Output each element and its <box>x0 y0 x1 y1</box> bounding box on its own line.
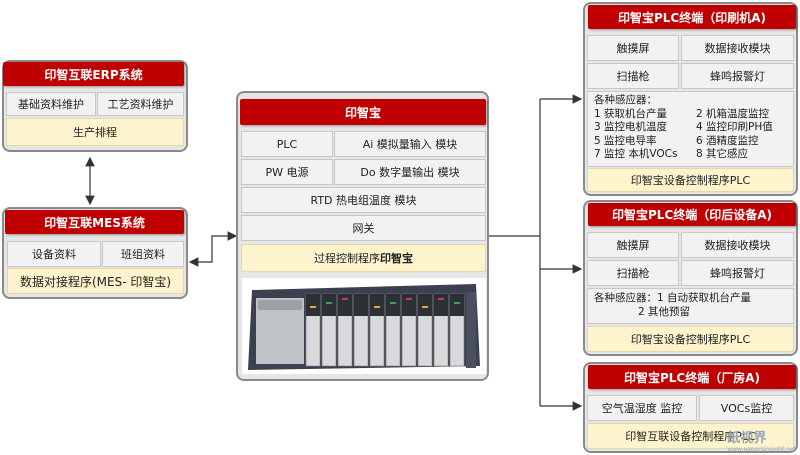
sensor-item: 1 获取机台产量 <box>594 107 668 120</box>
plc-a-scanner[interactable]: 扫描枪 <box>587 63 679 89</box>
plc-a-sensor-title: 各种感应器： <box>594 94 657 106</box>
plc-b-touchscreen[interactable]: 触摸屏 <box>587 232 679 258</box>
sensor-item: 4 监控印刷PH值 <box>696 121 773 133</box>
center-do-module[interactable]: Do 数字量输出 模块 <box>334 159 486 185</box>
plc-c-title: 印智宝PLC终端（厂房A) <box>588 365 796 389</box>
mes-center-arrow <box>188 231 238 267</box>
watermark-text: 纸视界 <box>727 431 767 446</box>
center-plc[interactable]: PLC <box>241 131 333 157</box>
sensor-item: 2 机箱温度监控 <box>696 107 770 120</box>
sensor-item: 5 监控电导率 <box>594 134 657 147</box>
plc-hardware-image <box>242 278 486 374</box>
center-rtd-module[interactable]: RTD 热电组温度 模块 <box>241 187 486 213</box>
plc-a-alarm-light[interactable]: 蜂鸣报警灯 <box>681 63 794 89</box>
mes-item-equipment[interactable]: 设备资料 <box>7 241 101 267</box>
plc-b-data-receiver[interactable]: 数据接收模块 <box>681 232 794 258</box>
plc-b-sensor-line1: 各种感应器：1 自动获取机台产量 <box>594 292 752 304</box>
plc-b-title: 印智宝PLC终端（印后设备A) <box>588 203 796 226</box>
mes-title: 印智互联MES系统 <box>5 210 184 234</box>
erp-title: 印智互联ERP系统 <box>3 62 184 86</box>
erp-footer: 生产排程 <box>6 118 184 146</box>
plc-c-air-monitor[interactable]: 空气温湿度 监控 <box>587 395 697 421</box>
center-power[interactable]: PW 电源 <box>241 159 333 185</box>
plc-a-touchscreen[interactable]: 触摸屏 <box>587 35 679 61</box>
sensor-item: 3 监控电机温度 <box>594 121 668 133</box>
plc-a-footer: 印智宝设备控制程序PLC <box>587 168 794 192</box>
center-gateway[interactable]: 网关 <box>241 215 486 241</box>
plc-b-sensors: 各种感应器：1 自动获取机台产量 2 其他预留 <box>587 288 794 324</box>
mes-item-team[interactable]: 班组资料 <box>102 241 184 267</box>
plc-a-data-receiver[interactable]: 数据接收模块 <box>681 35 794 61</box>
sensor-item: 6 酒精度监控 <box>696 134 759 147</box>
plc-b-scanner[interactable]: 扫描枪 <box>587 260 679 286</box>
erp-item-basic[interactable]: 基础资料维护 <box>6 92 96 116</box>
plc-b-alarm-light[interactable]: 蜂鸣报警灯 <box>681 260 794 286</box>
plc-c-footer: 印智互联设备控制程序PLC <box>587 423 794 449</box>
plc-b-sensor-line2: 2 其他预留 <box>638 305 691 318</box>
mes-footer: 数据对接程序(MES- 印智宝) <box>7 268 184 294</box>
center-ai-module[interactable]: Ai 模拟量输入 模块 <box>334 131 486 157</box>
watermark-url: www.papersinsight.net <box>727 446 796 453</box>
sensor-item: 8 其它感应 <box>696 148 749 160</box>
erp-item-process[interactable]: 工艺资料维护 <box>97 92 184 116</box>
center-program-prefix: 过程控制程序 <box>314 252 380 265</box>
center-title: 印智宝 <box>240 99 486 125</box>
center-program: 过程控制程序印智宝 <box>241 244 486 272</box>
plc-c-vocs-monitor[interactable]: VOCs监控 <box>699 395 794 421</box>
sensor-item: 7 监控 本机VOCs <box>594 148 678 160</box>
plc-b-footer: 印智宝设备控制程序PLC <box>587 326 794 352</box>
plc-a-title: 印智宝PLC终端（印刷机A) <box>588 5 796 29</box>
watermark-logo: 纸视界 www.papersinsight.net <box>727 427 796 453</box>
center-program-name: 印智宝 <box>380 252 413 265</box>
plc-a-sensors: 各种感应器： 1 获取机台产量 2 机箱温度监控 3 监控电机温度 4 监控印刷PH… <box>587 91 794 167</box>
